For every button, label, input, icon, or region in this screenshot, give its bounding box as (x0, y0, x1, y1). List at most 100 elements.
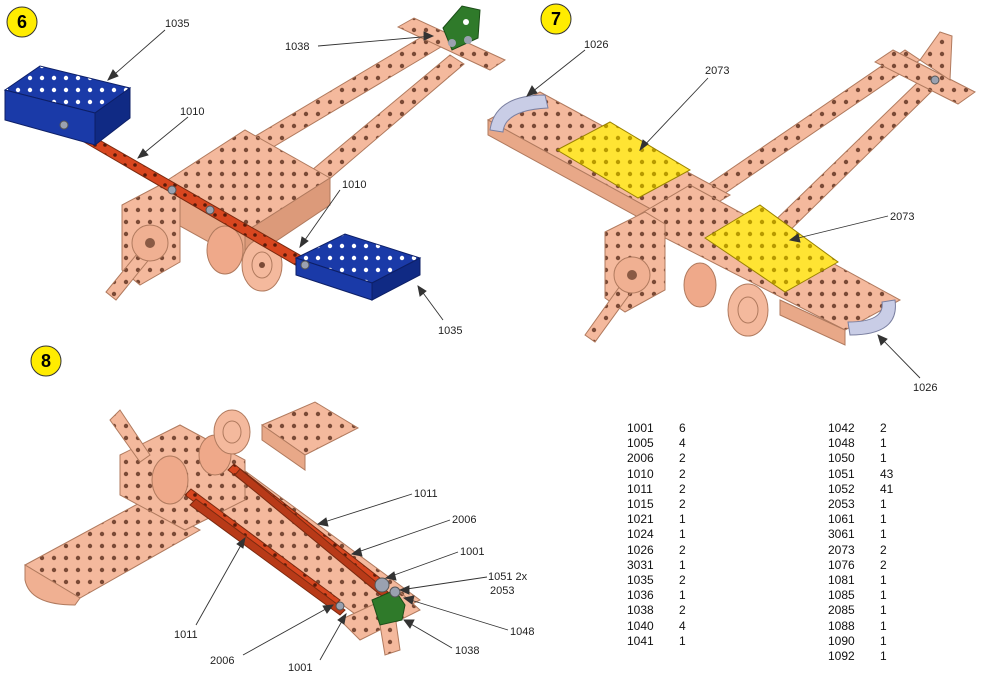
callout-label: 1048 (510, 626, 534, 638)
part-number: 1005 (627, 436, 654, 451)
part-quantity: 6 (679, 421, 686, 435)
step-6-assembly (3, 5, 507, 321)
part-quantity: 2 (679, 451, 686, 466)
part-number: 1051 (828, 466, 855, 481)
part-number: 1050 (828, 451, 855, 466)
part-number: 1052 (828, 481, 855, 496)
step-7-assembly (486, 31, 976, 379)
part-quantity: 1 (880, 527, 887, 542)
callout-label: 2073 (705, 65, 729, 77)
parts-list-row: 1061 1 (828, 512, 920, 527)
part-quantity: 2 (880, 542, 887, 557)
part-number: 2085 (828, 603, 855, 618)
callout-label: 2006 (452, 514, 476, 526)
step-badge-6: 6 (6, 6, 38, 38)
part-number: 2073 (828, 542, 855, 557)
part-number: 1035 (627, 573, 654, 588)
part-quantity: 1 (880, 573, 887, 588)
part-quantity: 2 (880, 557, 887, 572)
part-quantity: 1 (679, 527, 686, 542)
parts-list-row: 1026 2 (627, 543, 719, 558)
step-number-7: 7 (551, 9, 561, 29)
part-number: 1038 (627, 603, 654, 618)
parts-list-row: 1041 1 (627, 634, 719, 649)
part-quantity: 1 (880, 633, 887, 648)
part-number: 1088 (828, 618, 855, 633)
parts-list-row: 1024 1 (627, 527, 719, 542)
part-number: 1026 (627, 542, 654, 557)
part-number: 1081 (828, 573, 855, 588)
part-number: 1015 (627, 497, 654, 512)
part-quantity: 1 (880, 588, 887, 603)
part-number: 1085 (828, 588, 855, 603)
part-number: 1011 (627, 481, 653, 496)
callout-label: 1035 (165, 18, 189, 30)
step-8-assembly (23, 401, 509, 661)
callout-label: 2006 (210, 655, 234, 667)
part-quantity: 1 (880, 436, 887, 451)
callout-label: 1035 (438, 325, 462, 337)
part-number: 1061 (828, 512, 855, 527)
step-number-8: 8 (41, 351, 51, 371)
part-quantity: 1 (679, 557, 686, 572)
part-quantity: 4 (679, 618, 686, 633)
callout-label: 1026 (584, 39, 608, 51)
part-quantity: 4 (679, 436, 686, 451)
part-number: 1076 (828, 557, 855, 572)
part-quantity: 2 (679, 481, 686, 496)
part-quantity: 1 (679, 588, 686, 603)
part-number: 3061 (828, 527, 855, 542)
callout-label: 1010 (180, 106, 204, 118)
step-badge-7: 7 (540, 3, 572, 35)
step-number-6: 6 (17, 12, 27, 32)
part-quantity: 1 (880, 512, 887, 527)
callout-label: 1001 (460, 546, 484, 558)
part-quantity: 1 (880, 618, 887, 633)
part-number: 2053 (828, 497, 855, 512)
parts-list-row: 1038 2 (627, 603, 719, 618)
part-quantity: 43 (880, 466, 894, 481)
part-quantity: 1 (679, 512, 686, 527)
callout-label: 2073 (890, 211, 914, 223)
parts-list-row: 1085 1 (828, 588, 920, 603)
parts-list-row: 1035 2 (627, 573, 719, 588)
parts-list-row: 2073 2 (828, 543, 920, 558)
callout-label: 1038 (455, 645, 479, 657)
callout-label: 1011 (174, 629, 198, 641)
callout-label: 1026 (913, 382, 937, 394)
part-quantity: 2 (679, 573, 686, 588)
parts-list-row: 2006 2 (627, 451, 719, 466)
step-badge-8: 8 (30, 345, 62, 377)
part-number: 1092 (828, 649, 855, 664)
part-number: 1024 (627, 527, 654, 542)
part-number: 3031 (627, 557, 654, 572)
part-number: 1021 (627, 512, 654, 527)
part-quantity: 1 (880, 497, 887, 512)
part-number: 2006 (627, 451, 654, 466)
callout-label: 2053 (490, 585, 514, 597)
part-number: 1042 (828, 421, 855, 435)
parts-list-row: 1081 1 (828, 573, 920, 588)
part-quantity: 2 (679, 542, 686, 557)
parts-list-row: 3031 1 (627, 558, 719, 573)
parts-list-row: 2053 1 (828, 497, 920, 512)
part-number: 1041 (627, 633, 654, 648)
parts-list-row: 1051 43 (828, 467, 920, 482)
callout-label: 1038 (285, 41, 309, 53)
part-quantity: 2 (679, 603, 686, 618)
part-quantity: 2 (880, 421, 887, 435)
parts-list-row: 1048 1 (828, 436, 920, 451)
parts-list-row: 1011 2 (627, 482, 719, 497)
part-quantity: 1 (679, 633, 686, 648)
part-number: 1048 (828, 436, 855, 451)
part-quantity: 1 (880, 649, 887, 664)
